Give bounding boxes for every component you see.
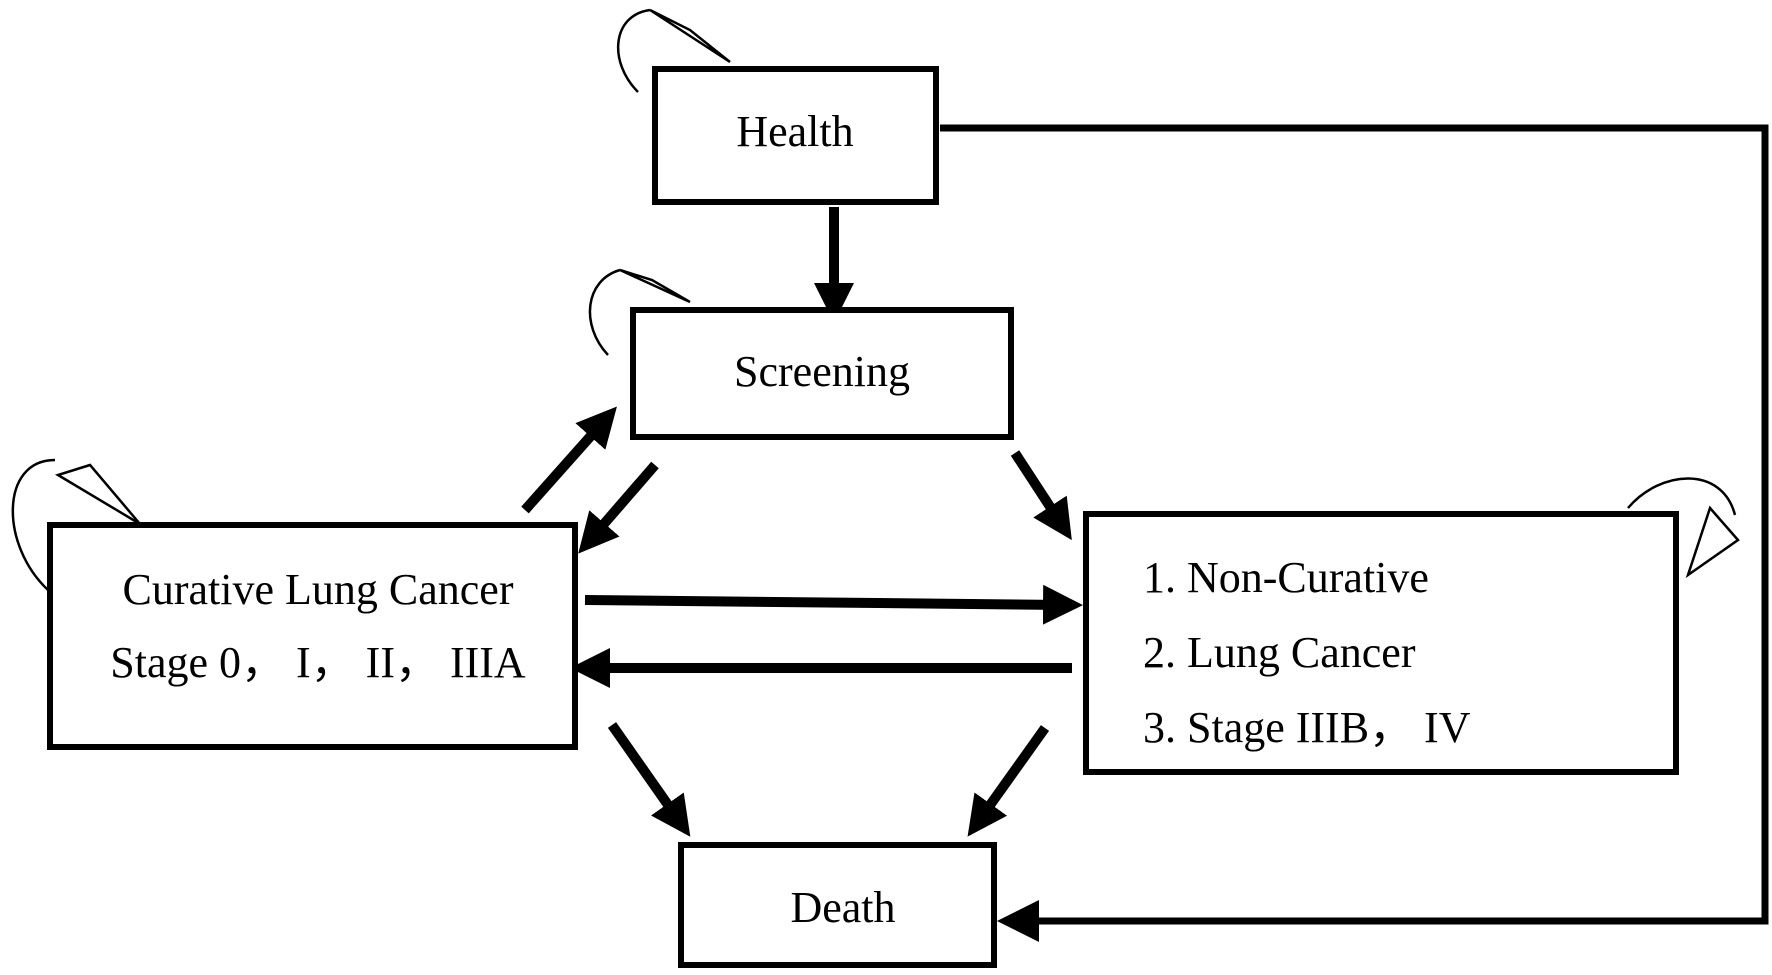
arrow-screening-to-noncurative — [1010, 450, 1072, 541]
node-health: Health — [652, 66, 939, 205]
node-curative-line-1: Curative Lung Cancer — [123, 565, 514, 614]
node-curative-line-2: Stage 0， I， II， IIIA — [110, 638, 526, 687]
arrow-health-to-death — [940, 124, 1769, 942]
node-screening-label: Screening — [734, 347, 910, 396]
node-death: Death — [678, 842, 997, 968]
node-noncurative-line-2: 2. Lung Cancer — [1143, 628, 1416, 677]
node-noncurative-line-3: 3. Stage IIIB， IV — [1143, 703, 1471, 752]
node-curative: Curative Lung Cancer Stage 0， I， II， III… — [47, 522, 578, 750]
node-health-label: Health — [736, 107, 853, 156]
arrow-curative-to-noncurative — [584, 584, 1083, 625]
arrow-noncurative-to-death — [967, 725, 1050, 837]
node-screening: Screening — [630, 307, 1014, 440]
self-loop-screening — [588, 268, 691, 356]
node-noncurative-line-1: 1. Non-Curative — [1143, 553, 1429, 602]
self-loop-curative — [11, 458, 141, 591]
node-death-label: Death — [790, 883, 895, 932]
arrow-curative-to-screening — [521, 406, 617, 514]
self-loop-noncurative — [1627, 477, 1740, 579]
self-loop-health — [616, 8, 731, 93]
arrow-curative-to-death — [607, 722, 691, 837]
node-noncurative: 1. Non-Curative 2. Lung Cancer 3. Stage … — [1083, 511, 1679, 775]
arrow-screening-to-curative — [578, 461, 659, 554]
